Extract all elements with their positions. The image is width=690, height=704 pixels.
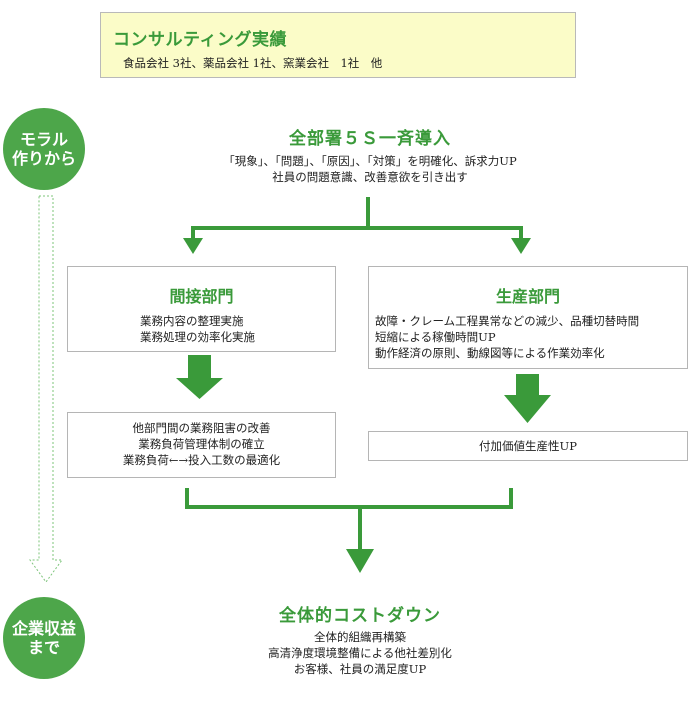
indirect-dept-box: 間接部門 業務内容の整理実施 業務処理の効率化実施 xyxy=(67,266,336,352)
arrowhead-left xyxy=(183,238,203,254)
production-dept-title: 生産部門 xyxy=(495,287,560,306)
big-arrow-left xyxy=(176,355,223,399)
indirect-result-line-1: 他部門間の業務阻害の改善 xyxy=(132,421,271,435)
indirect-result-lines: 他部門間の業務阻害の改善 業務負荷管理体制の確立 業務負荷←→投入工数の最適化 xyxy=(68,420,335,468)
bottom-stem xyxy=(358,505,362,551)
circle-profit: 企業収益 まで xyxy=(3,597,85,679)
circle-profit-line2: まで xyxy=(27,638,60,657)
circle-profit-line1: 企業収益 xyxy=(11,619,76,638)
bottom-right-rise xyxy=(509,488,513,508)
header-subtitle: 食品会社 3社、薬品会社 1社、窯業会社 1社 他 xyxy=(123,56,383,70)
top-text: 「現象」、「問題」、「原因」、「対策」を明確化、訴求力UP 社員の問題意識、改善… xyxy=(160,153,580,185)
indirect-line-2: 業務処理の効率化実施 xyxy=(140,330,255,344)
top-split-bar xyxy=(191,226,523,230)
top-title: 全部署５Ｓ一斉導入 xyxy=(289,129,451,149)
header-title: コンサルティング実績 xyxy=(113,30,287,50)
bottom-title: 全体的コストダウン xyxy=(279,606,441,626)
indirect-result-box: 他部門間の業務阻害の改善 業務負荷管理体制の確立 業務負荷←→投入工数の最適化 xyxy=(67,412,336,478)
right-drop xyxy=(519,226,523,240)
circle-moral-line2: 作りから xyxy=(11,149,76,168)
production-line-2: 短縮による稼働時間UP xyxy=(375,330,496,344)
bottom-text: 全体的組織再構築 高清浄度環境整備による他社差別化 お客様、社員の満足度UP xyxy=(210,629,510,677)
production-result-box: 付加価値生産性UP xyxy=(368,431,688,461)
bottom-left-rise xyxy=(185,488,189,508)
production-dept-lines: 故障・クレーム工程異常などの減少、品種切替時間 短縮による稼働時間UP 動作経済… xyxy=(375,313,639,361)
top-line-1: 「現象」、「問題」、「原因」、「対策」を明確化、訴求力UP xyxy=(223,154,517,168)
circle-moral: モラル 作りから xyxy=(3,108,85,190)
indirect-dept-title: 間接部門 xyxy=(169,287,234,306)
bottom-line-3: お客様、社員の満足度UP xyxy=(293,662,427,676)
big-arrow-right xyxy=(504,374,551,423)
indirect-line-1: 業務内容の整理実施 xyxy=(140,314,244,328)
arrowhead-bottom xyxy=(346,549,374,573)
production-line-3: 動作経済の原則、動線図等による作業効率化 xyxy=(375,346,605,360)
indirect-result-line-3: 業務負荷←→投入工数の最適化 xyxy=(122,453,281,467)
indirect-dept-lines: 業務内容の整理実施 業務処理の効率化実施 xyxy=(140,313,255,345)
header-box: コンサルティング実績 食品会社 3社、薬品会社 1社、窯業会社 1社 他 xyxy=(100,12,576,78)
indirect-result-line-2: 業務負荷管理体制の確立 xyxy=(138,437,265,451)
bottom-join-bar xyxy=(185,505,513,509)
bottom-line-1: 全体的組織再構築 xyxy=(314,630,406,644)
production-dept-box: 生産部門 故障・クレーム工程異常などの減少、品種切替時間 短縮による稼働時間UP… xyxy=(368,266,688,369)
production-result-line: 付加価値生産性UP xyxy=(479,439,577,453)
circle-moral-line1: モラル xyxy=(19,130,68,149)
top-line-2: 社員の問題意識、改善意欲を引き出す xyxy=(272,170,468,184)
left-drop xyxy=(191,226,195,240)
arrowhead-right xyxy=(511,238,531,254)
production-line-1: 故障・クレーム工程異常などの減少、品種切替時間 xyxy=(375,314,640,328)
top-stem xyxy=(366,197,370,229)
bottom-line-2: 高清浄度環境整備による他社差別化 xyxy=(268,646,452,660)
